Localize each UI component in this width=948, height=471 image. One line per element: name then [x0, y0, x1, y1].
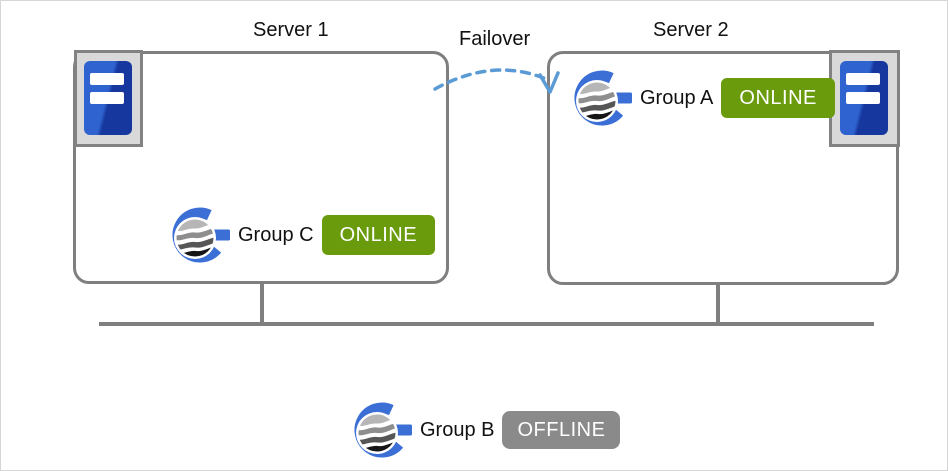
server-slot: [90, 73, 124, 85]
server1-title: Server 1: [253, 19, 329, 41]
network-bus-line: [99, 322, 874, 326]
group-a-label: Group A: [640, 86, 714, 109]
failover-arrow-icon: [433, 68, 560, 94]
group-b-label: Group B: [420, 418, 495, 441]
failover-label: Failover: [459, 28, 531, 50]
server1-network-connector: [260, 283, 264, 325]
group-a-status-badge: ONLINE: [721, 78, 835, 118]
server2-network-connector: [716, 284, 720, 325]
server-tower-body: [84, 61, 132, 135]
failover-group-icon: [169, 203, 233, 267]
failover-group-icon: [351, 398, 415, 462]
failover-group-icon: [571, 66, 635, 130]
server-slot: [846, 92, 880, 104]
server-tower-body: [840, 61, 888, 135]
group-b-status-badge: OFFLINE: [502, 411, 621, 449]
server-slot: [90, 92, 124, 104]
group-b-row: Group B OFFLINE: [351, 398, 621, 462]
server-tower-icon: [74, 50, 143, 147]
server-tower-icon: [829, 50, 900, 147]
server2-title: Server 2: [653, 19, 729, 41]
group-c-status-badge: ONLINE: [321, 215, 436, 255]
group-c-row: Group C ONLINE: [169, 203, 436, 267]
group-a-row: Group A ONLINE: [571, 66, 835, 130]
server-slot: [846, 73, 880, 85]
group-c-label: Group C: [238, 223, 314, 246]
